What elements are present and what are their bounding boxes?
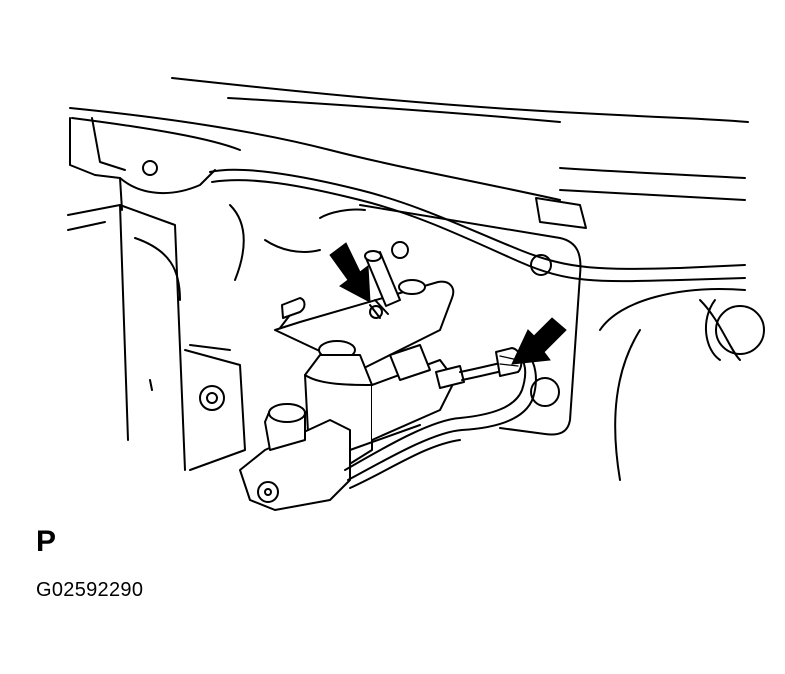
view-label: P bbox=[36, 525, 57, 558]
lower-bracket bbox=[149, 344, 246, 471]
firewall-mount-plate bbox=[319, 204, 582, 436]
cowl-and-cable bbox=[209, 168, 746, 283]
brake-lines bbox=[344, 347, 537, 489]
arrow-down-right-icon bbox=[329, 242, 371, 303]
figure-code: G02592290 bbox=[36, 579, 144, 601]
right-side-components bbox=[599, 288, 765, 481]
callout-arrow-flare-nut bbox=[511, 317, 567, 365]
master-cylinder bbox=[239, 250, 456, 511]
left-fender-panel bbox=[67, 117, 216, 471]
arrow-down-left-icon bbox=[511, 317, 567, 365]
body-panel-lines bbox=[69, 77, 749, 201]
callout-arrow-bracket-bolt bbox=[329, 242, 371, 303]
